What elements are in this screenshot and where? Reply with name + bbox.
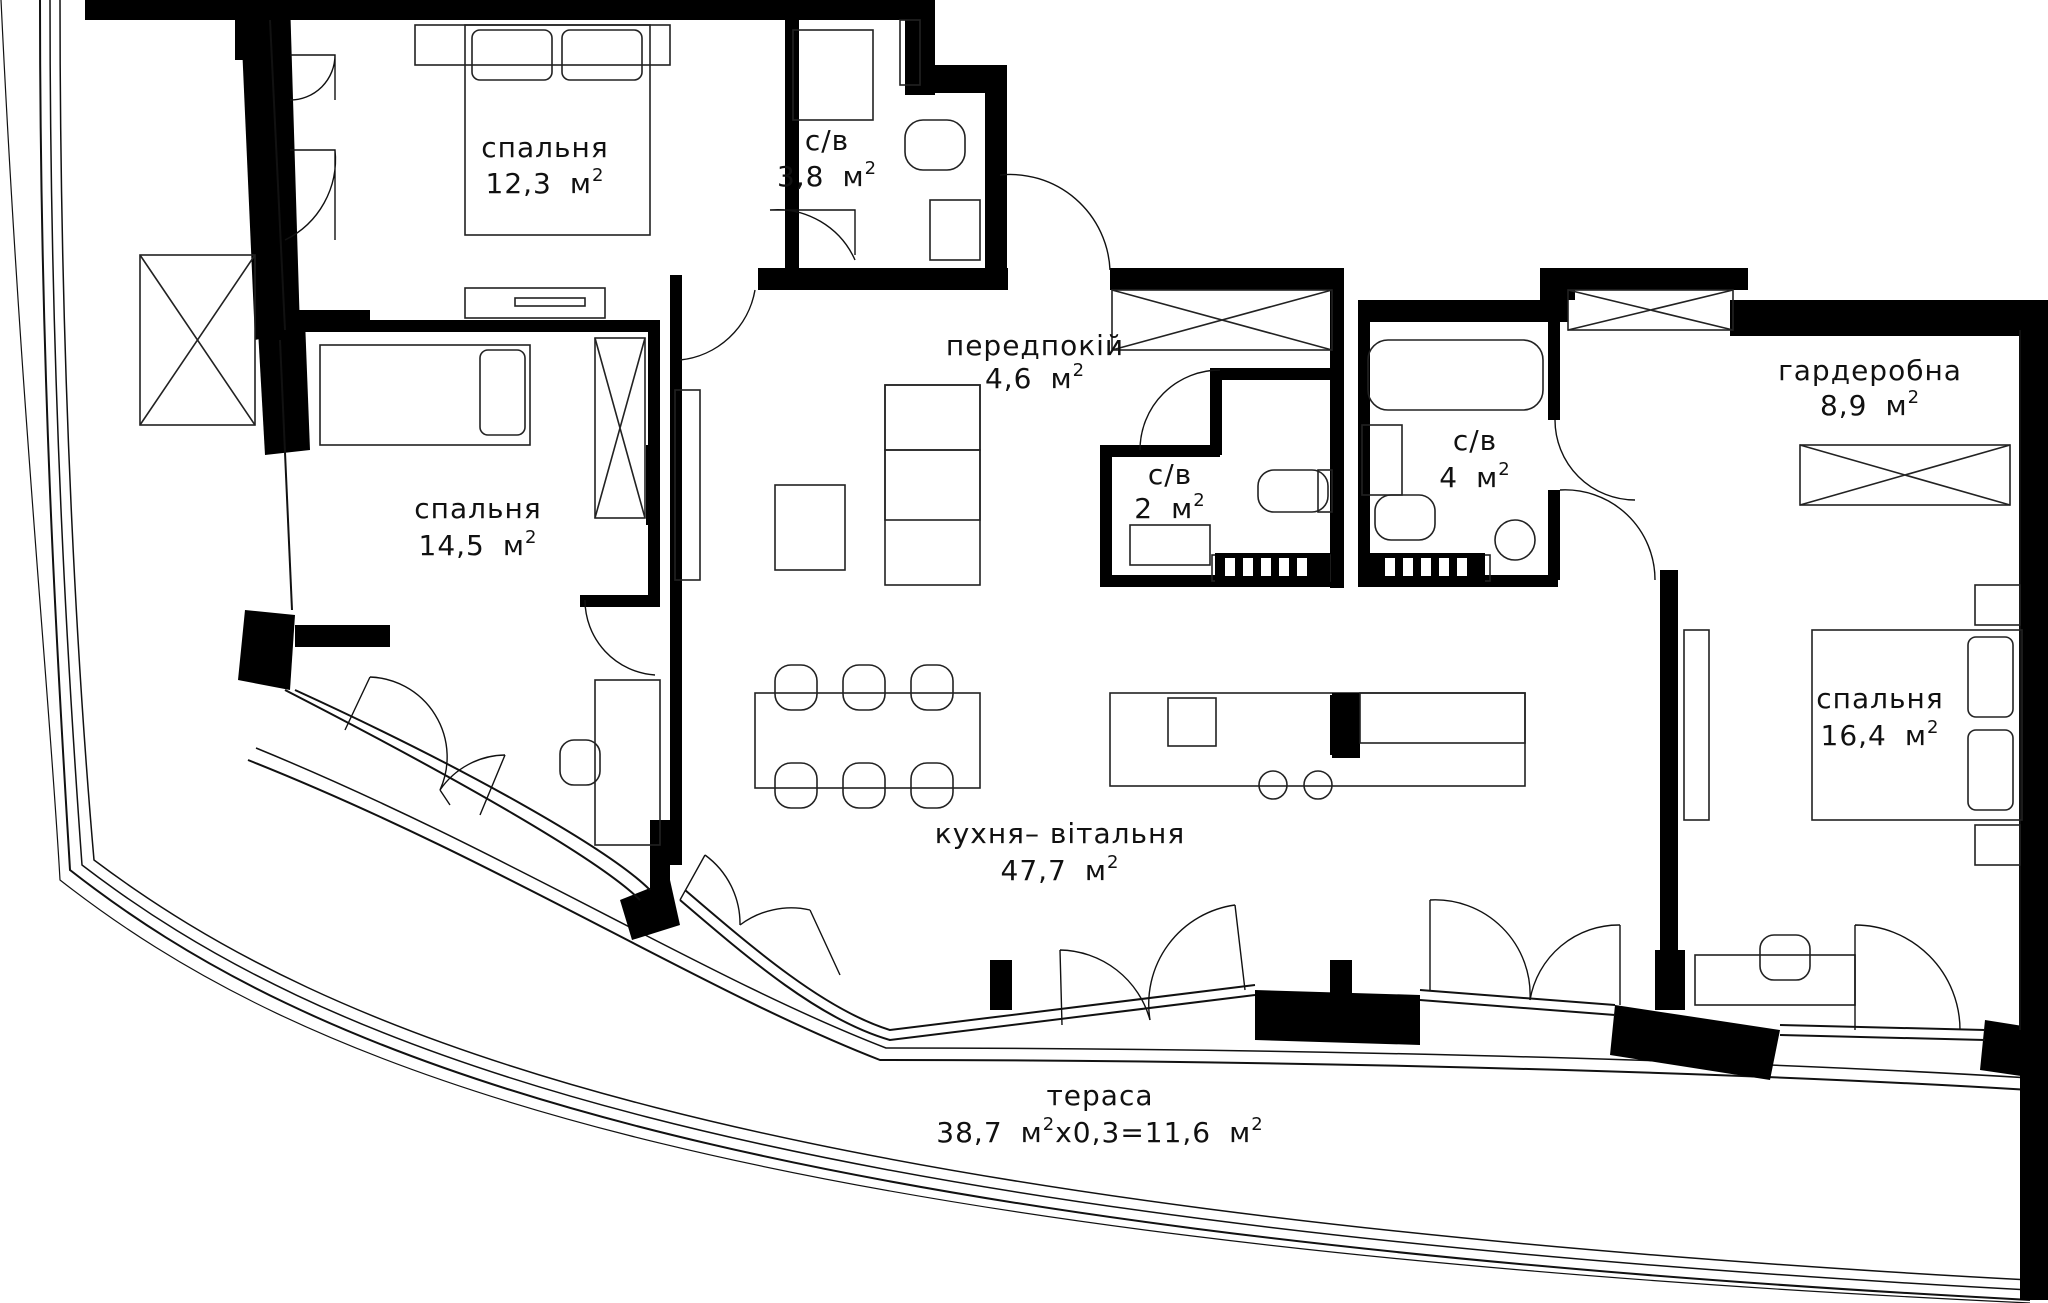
room-name: кухня– вітальня <box>935 817 1185 850</box>
room-name: с/в <box>1453 424 1497 457</box>
room-name: передпокій <box>946 329 1124 362</box>
room-name: с/в <box>805 124 849 157</box>
room-name: гардеробна <box>1778 354 1962 387</box>
room-name: спальня <box>481 131 608 164</box>
doors <box>284 54 1961 1031</box>
room-name: спальня <box>1816 682 1943 715</box>
furniture <box>139 19 2023 1006</box>
thin-walls <box>269 19 2021 1042</box>
terrace-name: тераса <box>1046 1079 1153 1112</box>
radiators <box>1215 553 1485 583</box>
room-name: с/в <box>1148 458 1192 491</box>
room-name: спальня <box>414 492 541 525</box>
